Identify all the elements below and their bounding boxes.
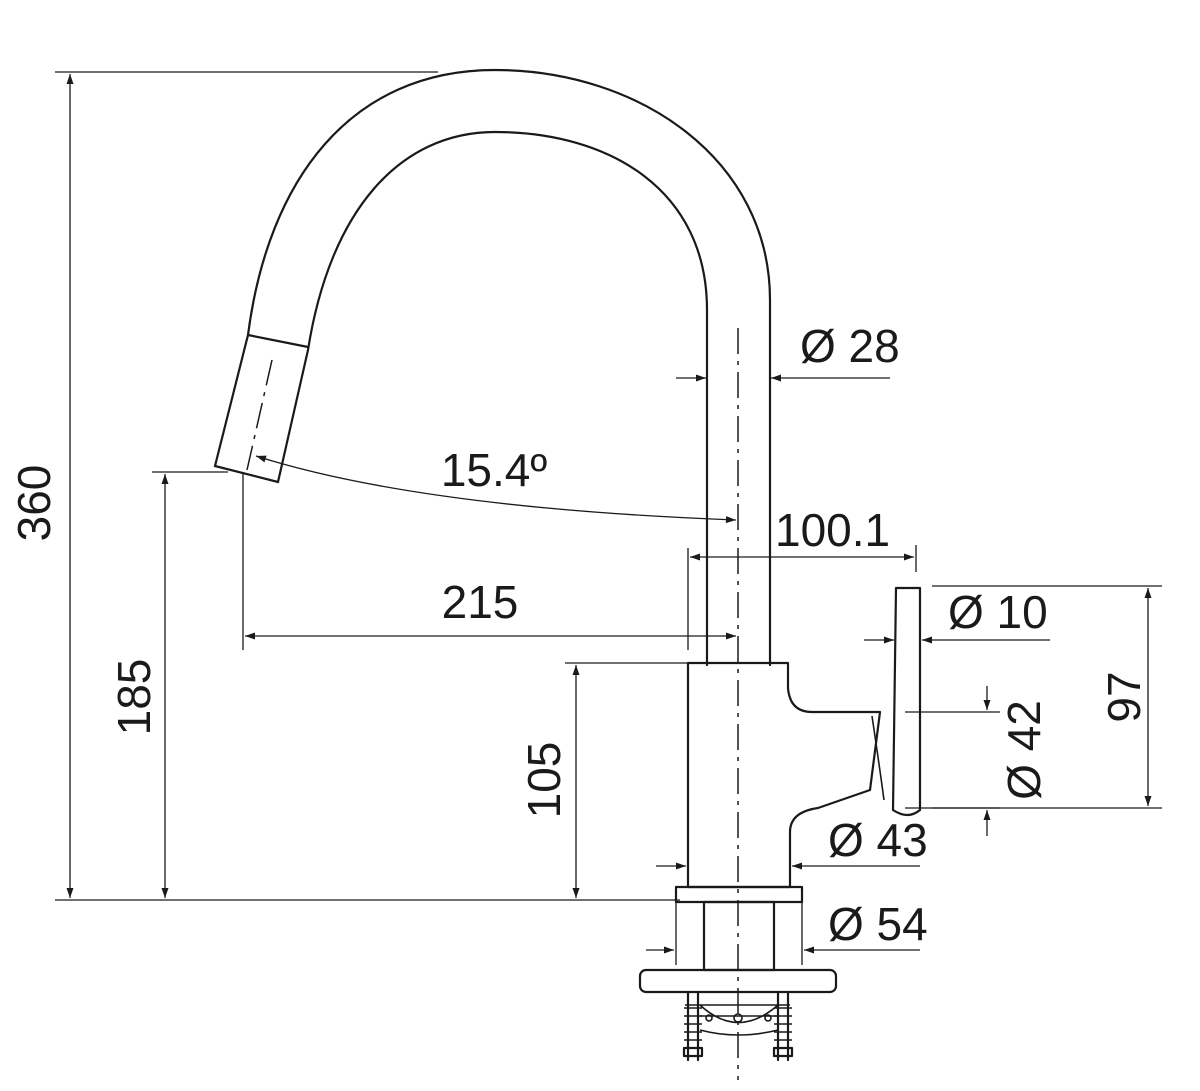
centerline-spray	[246, 359, 273, 471]
label-105: 105	[518, 742, 570, 819]
label-100: 100.1	[775, 504, 890, 556]
label-215: 215	[442, 576, 519, 628]
stud-left	[682, 990, 704, 1062]
base-ring	[674, 885, 804, 904]
stud-right	[772, 990, 794, 1062]
lever-neck	[871, 715, 885, 801]
label-97: 97	[1098, 671, 1150, 722]
spray-band	[246, 333, 310, 349]
label-43: Ø 43	[828, 814, 928, 866]
spout-inner	[276, 130, 709, 667]
label-360: 360	[8, 465, 60, 542]
spray-tip	[213, 464, 280, 484]
faucet-outline	[213, 68, 922, 1062]
label-10: Ø 10	[948, 586, 1048, 638]
spout-outer	[213, 68, 772, 667]
dimension-lines	[55, 71, 1162, 965]
dim-angle-arc	[255, 455, 737, 524]
bolt-right-end	[764, 1014, 772, 1022]
label-185: 185	[108, 659, 160, 736]
bolt-left-end	[705, 1014, 713, 1022]
label-42: Ø 42	[998, 700, 1050, 800]
dimension-labels: 360 185 105 215 15.4º Ø 28 100.1 Ø 10 97…	[8, 320, 1150, 950]
label-54: Ø 54	[828, 898, 928, 950]
shank	[702, 900, 776, 972]
label-28: Ø 28	[800, 320, 900, 372]
body	[686, 661, 882, 889]
lever	[891, 586, 922, 817]
label-angle: 15.4º	[441, 444, 548, 496]
